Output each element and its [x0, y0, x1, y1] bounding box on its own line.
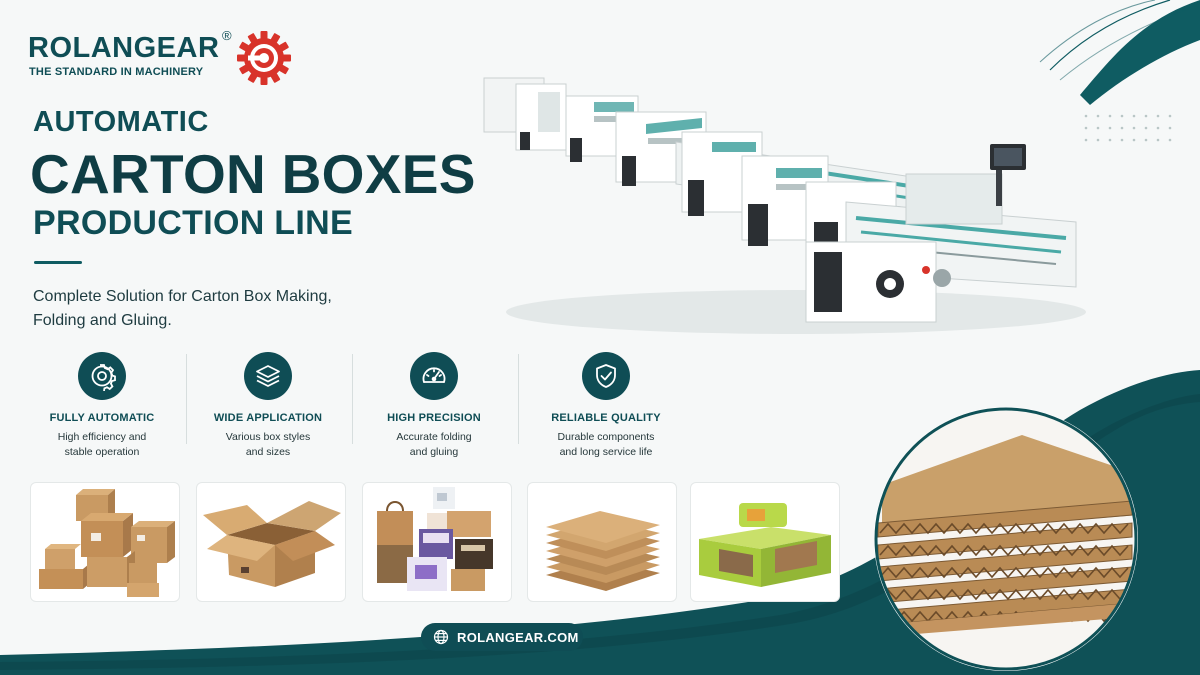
headline-automatic: AUTOMATIC: [33, 106, 209, 138]
green-retail-boxes-image: [699, 503, 831, 587]
corner-swoosh: [1039, 0, 1200, 105]
headline-production-line: PRODUCTION LINE: [33, 204, 353, 242]
feature-wide-application: WIDE APPLICATION Various box styles and …: [186, 348, 350, 460]
globe-icon: [433, 629, 449, 645]
dot-grid: [1084, 114, 1172, 142]
brand-logo[interactable]: ROLANGEAR ® THE STANDARD IN MACHINERY: [28, 28, 298, 88]
product-card-carton-stack[interactable]: [30, 482, 180, 602]
shield-check-icon: [596, 364, 616, 388]
feature-divider: [186, 354, 187, 444]
carton-stack-image: [39, 489, 175, 597]
headline-underline: [34, 261, 82, 264]
feature-divider: [518, 354, 519, 444]
feature-title: HIGH PRECISION: [387, 412, 481, 424]
feature-desc: High efficiency and stable operation: [57, 431, 147, 458]
product-gallery: [30, 482, 840, 602]
brand-tagline: THE STANDARD IN MACHINERY: [29, 66, 204, 78]
open-box-image: [203, 501, 341, 587]
feature-reliable-quality: RELIABLE QUALITY Durable components and …: [520, 348, 692, 460]
brand-name: ROLANGEAR: [28, 32, 220, 64]
website-url: ROLANGEAR.COM: [457, 629, 579, 645]
corrugated-board-closeup-image: [874, 407, 1138, 671]
assorted-packaging-image: [377, 487, 493, 591]
feature-title: RELIABLE QUALITY: [551, 412, 661, 424]
gauge-icon: [422, 367, 446, 383]
production-line-machine-image: [483, 77, 1086, 334]
feature-high-precision: HIGH PRECISION Accurate folding and glui…: [352, 348, 516, 460]
feature-title: WIDE APPLICATION: [213, 412, 323, 424]
website-link[interactable]: ROLANGEAR.COM: [421, 623, 583, 651]
registered-mark: ®: [222, 28, 232, 43]
subheadline: Complete Solution for Carton Box Making,…: [33, 288, 332, 329]
flat-board-stack-image: [546, 511, 660, 591]
feature-divider: [352, 354, 353, 444]
gear-icon: [91, 364, 116, 391]
feature-list: FULLY AUTOMATIC High efficiency and stab…: [20, 348, 661, 460]
headline-carton-boxes: CARTON BOXES: [30, 143, 476, 205]
layers-icon: [256, 365, 280, 387]
gear-logo-icon: [237, 31, 291, 85]
product-card-green-retail-boxes[interactable]: [690, 482, 840, 602]
product-card-assorted-packaging[interactable]: [362, 482, 512, 602]
feature-desc: Durable components and long service life: [557, 431, 655, 458]
product-card-flat-boards[interactable]: [527, 482, 677, 602]
feature-desc: Accurate folding and gluing: [396, 431, 472, 458]
feature-title: FULLY AUTOMATIC: [49, 412, 155, 424]
product-card-open-box[interactable]: [196, 482, 346, 602]
feature-fully-automatic: FULLY AUTOMATIC High efficiency and stab…: [20, 348, 184, 460]
feature-desc: Various box styles and sizes: [225, 431, 311, 458]
